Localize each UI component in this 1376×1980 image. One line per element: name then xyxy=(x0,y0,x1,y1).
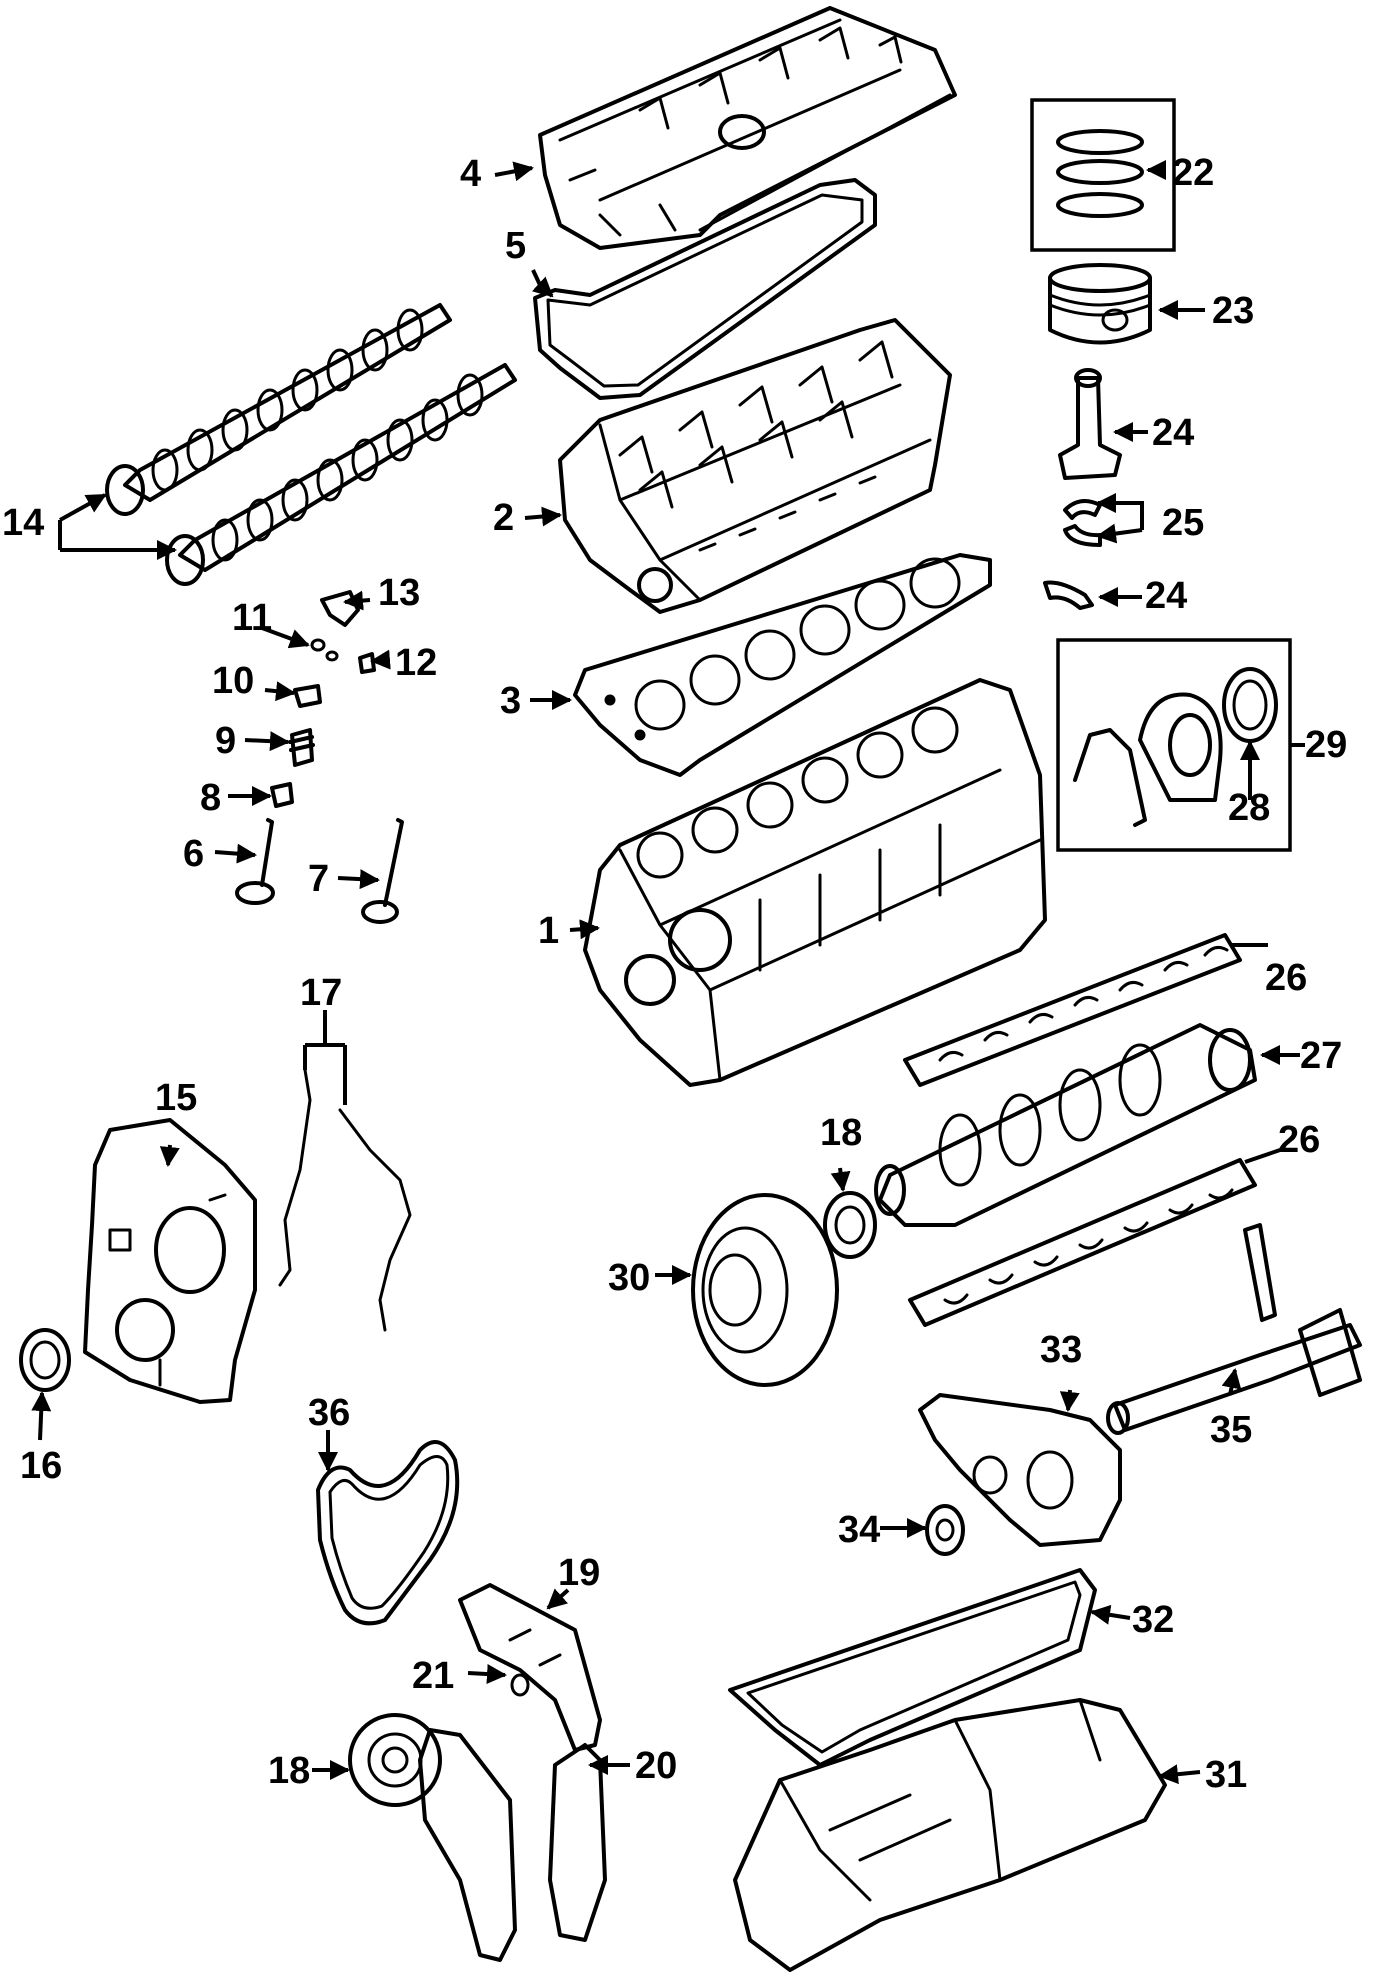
rocker-arm xyxy=(320,590,360,627)
callout-29: 29 xyxy=(1305,724,1347,766)
callout-32: 32 xyxy=(1132,1599,1174,1641)
main-bearings-upper xyxy=(903,933,1242,1087)
callout-14: 14 xyxy=(2,502,44,544)
callout-7: 7 xyxy=(308,858,329,900)
callout-4: 4 xyxy=(460,153,481,195)
harmonic-balancer xyxy=(691,1193,839,1387)
rod-bearings xyxy=(1063,499,1102,547)
callout-15: 15 xyxy=(155,1077,197,1119)
callout-13: 13 xyxy=(378,572,420,614)
chain-guide xyxy=(458,1583,602,1752)
valve-cover-gasket xyxy=(533,178,877,400)
camshaft-sprocket xyxy=(348,1713,442,1807)
cylinder-head xyxy=(558,318,952,614)
callout-21: 21 xyxy=(412,1655,454,1697)
timing-cover xyxy=(83,1118,257,1404)
callout-18b: 18 xyxy=(268,1750,310,1792)
callout-12: 12 xyxy=(395,642,437,684)
valve-keepers xyxy=(310,638,339,662)
callout-2: 2 xyxy=(493,497,514,539)
callout-31: 31 xyxy=(1205,1754,1247,1796)
callout-10: 10 xyxy=(212,660,254,702)
callout-25: 25 xyxy=(1162,502,1204,544)
piston xyxy=(1048,263,1152,345)
callout-16: 16 xyxy=(20,1445,62,1487)
callout-26a: 26 xyxy=(1265,957,1307,999)
callout-5: 5 xyxy=(505,225,526,267)
callout-1: 1 xyxy=(538,910,559,952)
oil-pan-gasket xyxy=(728,1568,1097,1767)
callout-36: 36 xyxy=(308,1392,350,1434)
callout-3: 3 xyxy=(500,680,521,722)
exhaust-valve xyxy=(361,818,404,924)
oil-pan xyxy=(733,1698,1167,1972)
intake-valve xyxy=(235,818,275,905)
valve-cover xyxy=(538,6,957,250)
callout-26b: 26 xyxy=(1278,1119,1320,1161)
callout-18a: 18 xyxy=(820,1112,862,1154)
callout-30: 30 xyxy=(608,1257,650,1299)
callout-33: 33 xyxy=(1040,1329,1082,1371)
timing-chain xyxy=(316,1440,460,1626)
valve-seal xyxy=(270,782,294,808)
callout-8: 8 xyxy=(200,777,221,819)
head-gasket xyxy=(573,553,992,777)
callout-labels: 4 5 2 3 1 14 13 11 12 10 9 8 6 7 22 23 2… xyxy=(2,152,1347,1796)
callout-22: 22 xyxy=(1172,152,1214,194)
callout-28: 28 xyxy=(1228,787,1270,829)
callout-9: 9 xyxy=(215,720,236,762)
engine-block xyxy=(583,678,1047,1087)
callout-20: 20 xyxy=(635,1745,677,1787)
callout-27: 27 xyxy=(1300,1035,1342,1077)
chain-rail xyxy=(418,1728,607,1962)
leader-lines xyxy=(31,160,1305,1785)
chain-tensioner xyxy=(510,1673,530,1697)
callout-23: 23 xyxy=(1212,290,1254,332)
piston-rings xyxy=(1030,98,1176,252)
valve-spring-retainer xyxy=(293,684,322,708)
connecting-rod xyxy=(1058,368,1122,480)
oil-pump-sprocket xyxy=(925,1504,965,1556)
valve-spring xyxy=(288,728,315,767)
callout-24a: 24 xyxy=(1152,412,1194,454)
main-bearings-lower xyxy=(908,1158,1257,1327)
callout-35: 35 xyxy=(1210,1409,1252,1451)
callout-19: 19 xyxy=(558,1552,600,1594)
oil-pickup-tube xyxy=(1106,1223,1362,1435)
crankshaft xyxy=(874,1023,1257,1227)
callout-11: 11 xyxy=(232,597,272,639)
crankshaft-sprocket xyxy=(823,1191,877,1259)
callout-6: 6 xyxy=(183,833,204,875)
lash-adjuster xyxy=(358,652,376,674)
callout-34: 34 xyxy=(838,1509,880,1551)
callout-24b: 24 xyxy=(1145,575,1187,617)
timing-cover-gaskets xyxy=(278,1068,412,1332)
camshafts xyxy=(105,303,517,586)
front-crank-seal xyxy=(19,1328,71,1392)
rod-cap xyxy=(1043,580,1094,610)
oil-pump xyxy=(918,1393,1122,1547)
callout-17: 17 xyxy=(300,972,342,1014)
